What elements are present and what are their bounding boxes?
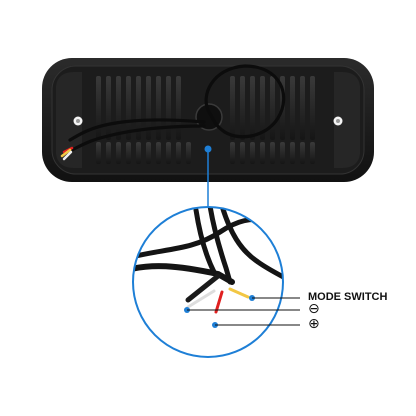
red-wire (214, 290, 224, 314)
callout-pointer (204, 145, 212, 207)
yellow-wire (228, 287, 250, 299)
negative-symbol-label: ⊖ (308, 301, 320, 317)
mode-switch-label: MODE SWITCH (308, 291, 388, 303)
white-wire (186, 289, 216, 309)
coiled-cable (68, 64, 286, 152)
positive-symbol-label: ⊕ (308, 316, 320, 332)
wire-tips (60, 146, 74, 161)
zoom-circle (132, 206, 284, 358)
mounting-ear-right (333, 72, 360, 168)
wire-leaders (184, 295, 300, 328)
heat-sink-ribs (96, 76, 315, 164)
mounting-ear-left (56, 72, 83, 168)
